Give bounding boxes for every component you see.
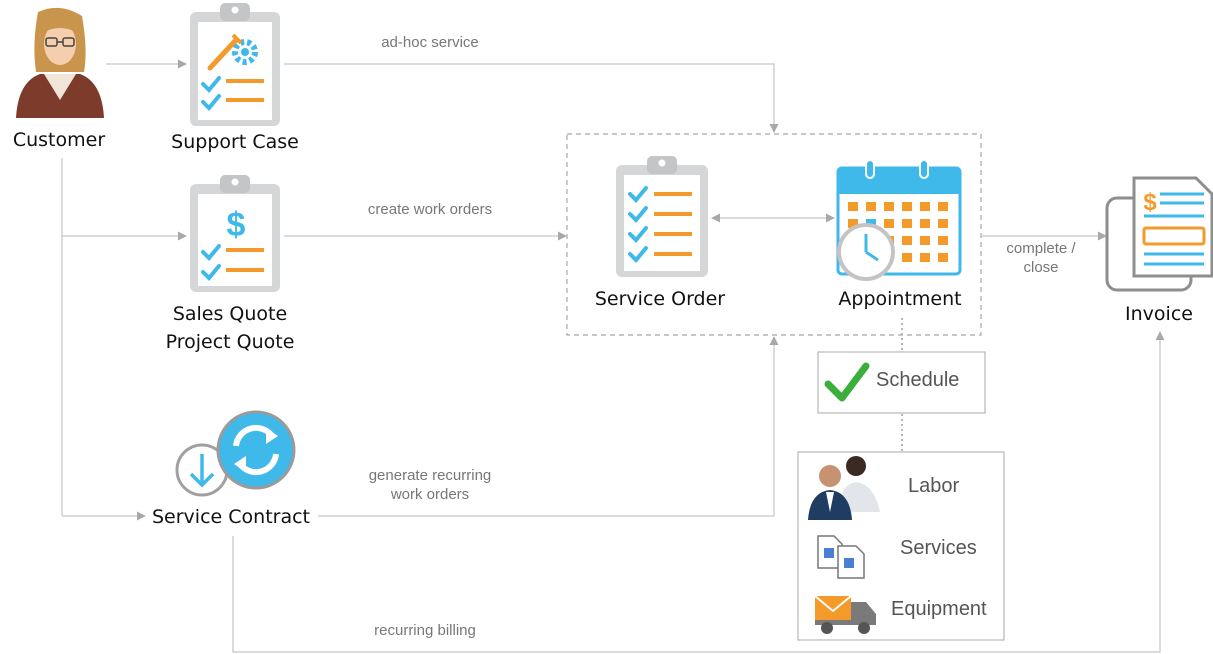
checkmark-icon xyxy=(824,362,870,402)
clipboard-dollar-icon[interactable]: $ xyxy=(190,175,280,292)
equipment-label: Equipment xyxy=(891,598,987,620)
create-work-orders-label: create work orders xyxy=(368,201,492,218)
complete-close-label-1: complete / xyxy=(1006,240,1076,257)
documents-icon xyxy=(817,535,865,579)
generate-recurring-label: generate recurring xyxy=(369,467,492,484)
connectors xyxy=(61,59,1165,653)
invoice-label: Invoice xyxy=(1125,303,1193,325)
edge-recurring-billing xyxy=(232,331,1165,653)
people-icon xyxy=(808,456,880,520)
edge-generate-recurring xyxy=(318,336,779,517)
svg-text:$: $ xyxy=(227,206,246,244)
work-orders-label: work orders xyxy=(390,486,469,503)
service-contract-label: Service Contract xyxy=(152,506,310,528)
customer-label: Customer xyxy=(13,129,105,151)
customer-avatar-icon[interactable] xyxy=(16,7,104,118)
clipboard-wrench-gear-icon[interactable] xyxy=(190,3,280,126)
schedule-box[interactable] xyxy=(817,351,986,414)
invoice-dollar-icon[interactable]: $ xyxy=(1105,176,1213,292)
service-order-label: Service Order xyxy=(595,288,725,310)
project-quote-label: Project Quote xyxy=(166,331,295,353)
delivery-truck-icon xyxy=(814,595,876,634)
recurring-billing-label: recurring billing xyxy=(374,622,476,639)
sales-quote-label: Sales Quote xyxy=(173,303,287,325)
appointment-label: Appointment xyxy=(838,288,961,310)
labor-label: Labor xyxy=(908,475,959,497)
service-order-group-box xyxy=(566,133,982,336)
services-label: Services xyxy=(900,537,977,559)
svg-text:$: $ xyxy=(1143,189,1157,216)
calendar-clock-icon[interactable] xyxy=(836,159,962,281)
complete-close-label-2: close xyxy=(1023,259,1058,276)
support-case-label: Support Case xyxy=(171,131,299,153)
ad-hoc-service-label: ad-hoc service xyxy=(381,34,479,51)
clipboard-checklist-icon[interactable] xyxy=(616,156,708,277)
edge-ad-hoc-service xyxy=(284,63,779,133)
schedule-label: Schedule xyxy=(876,369,959,391)
refresh-download-icon[interactable] xyxy=(175,410,296,497)
